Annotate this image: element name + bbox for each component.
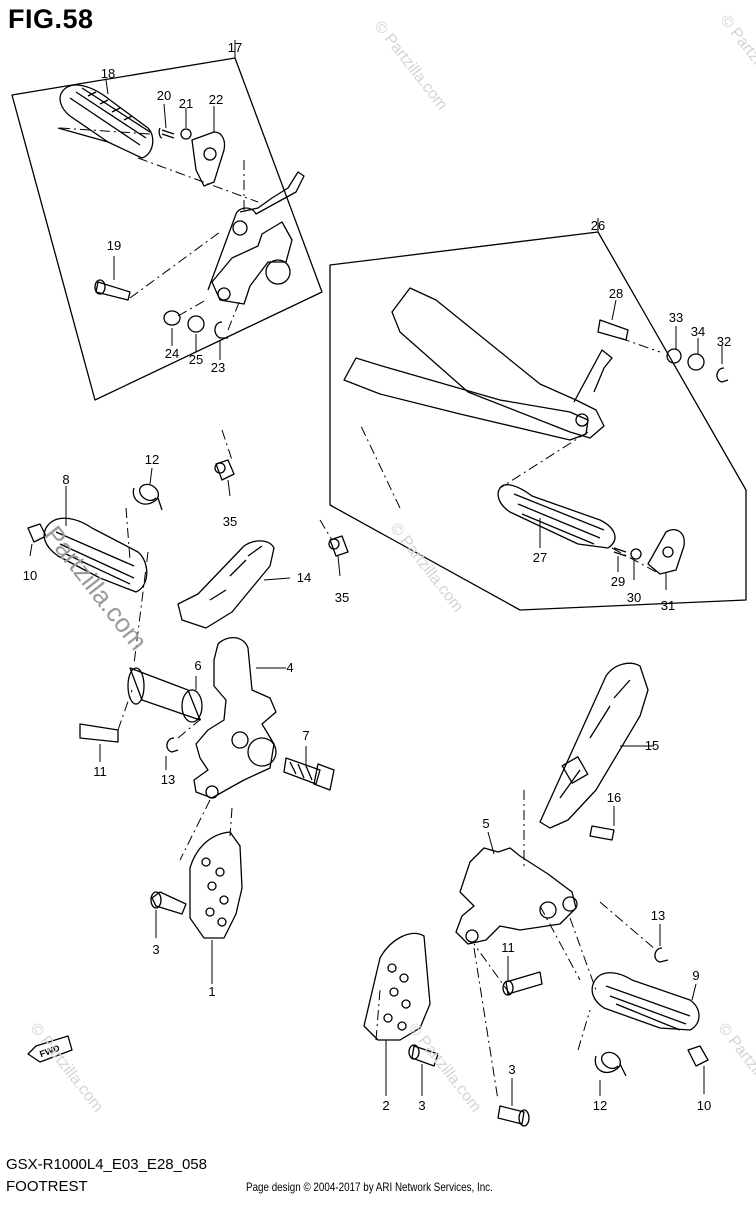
bolt-3-bottom <box>497 1105 525 1125</box>
washer-25 <box>187 315 205 333</box>
callout-5: 5 <box>482 816 489 831</box>
bolt-3-right <box>411 1045 439 1067</box>
callout-17: 17 <box>228 40 242 55</box>
callout-1: 1 <box>208 984 215 999</box>
bolt-3-left <box>151 891 187 915</box>
callout-34: 34 <box>691 324 705 339</box>
callout-26: 26 <box>591 218 605 233</box>
callout-7: 7 <box>302 728 309 743</box>
plate-1 <box>189 831 243 939</box>
rear-bracket-assembly <box>207 171 305 305</box>
rear-bracket-26 <box>343 287 613 441</box>
spring-12-upper <box>132 483 163 511</box>
bolt-16 <box>589 825 615 841</box>
callout-13-left: 13 <box>161 772 175 787</box>
footrest-bracket-4 <box>193 637 277 799</box>
callout-2: 2 <box>382 1098 389 1113</box>
callout-27: 27 <box>533 550 547 565</box>
plate-22 <box>191 131 226 187</box>
callout-6: 6 <box>194 658 201 673</box>
callout-35-upper: 35 <box>223 514 237 529</box>
washer-24 <box>163 310 181 326</box>
footpeg-18 <box>57 84 154 159</box>
fwd-arrow-icon <box>27 1035 73 1063</box>
washer-21 <box>180 128 192 140</box>
callout-23: 23 <box>211 360 225 375</box>
pin-19 <box>94 279 131 301</box>
nut-10-lower <box>687 1045 709 1067</box>
callout-20: 20 <box>157 88 171 103</box>
callout-8: 8 <box>62 472 69 487</box>
callout-10-upper: 10 <box>23 568 37 583</box>
callout-3-bottom: 3 <box>508 1062 515 1077</box>
callout-12-lower: 12 <box>593 1098 607 1113</box>
callout-30: 30 <box>627 590 641 605</box>
callout-21: 21 <box>179 96 193 111</box>
bolt-35-upper <box>214 459 235 481</box>
callout-18: 18 <box>101 66 115 81</box>
callout-32: 32 <box>717 334 731 349</box>
heel-guard-15 <box>539 662 649 829</box>
clip-23 <box>214 321 228 339</box>
plate-2 <box>363 932 431 1041</box>
callout-16: 16 <box>607 790 621 805</box>
callout-3-left: 3 <box>152 942 159 957</box>
pivot-collar-6 <box>127 667 203 723</box>
footpeg-27 <box>497 484 616 549</box>
callout-10-lower: 10 <box>697 1098 711 1113</box>
figure-name: FOOTREST <box>6 1178 88 1195</box>
footpeg-8 <box>43 517 148 593</box>
callout-11-left: 11 <box>93 764 107 779</box>
callout-15: 15 <box>645 738 659 753</box>
pin-11-left <box>79 723 119 743</box>
callout-28: 28 <box>609 286 623 301</box>
figure-code: GSX-R1000L4_E03_E28_058 <box>6 1156 207 1173</box>
spring-20 <box>158 127 175 139</box>
callout-4: 4 <box>286 660 293 675</box>
assembly-frame-17 <box>11 57 323 401</box>
nut-10-upper <box>27 523 47 543</box>
bolt-7 <box>283 757 335 791</box>
washer-30 <box>630 548 642 560</box>
figure-title: FIG.58 <box>8 4 94 34</box>
callout-33: 33 <box>669 310 683 325</box>
callout-12-upper: 12 <box>145 452 159 467</box>
callout-24: 24 <box>165 346 179 361</box>
pin-28 <box>597 319 629 341</box>
callout-13-right: 13 <box>651 908 665 923</box>
clip-13-left <box>166 737 179 753</box>
callout-31: 31 <box>661 598 675 613</box>
callout-22: 22 <box>209 92 223 107</box>
callout-11-right: 11 <box>501 940 515 955</box>
spring-12-lower <box>594 1051 627 1077</box>
callout-35-lower: 35 <box>335 590 349 605</box>
copyright-notice: Page design © 2004-2017 by ARI Network S… <box>246 1180 493 1194</box>
footpeg-9 <box>591 972 700 1031</box>
callout-29: 29 <box>611 574 625 589</box>
callout-19: 19 <box>107 238 121 253</box>
callout-14: 14 <box>297 570 311 585</box>
callout-9: 9 <box>692 968 699 983</box>
bolt-35-lower <box>328 535 349 557</box>
plate-31 <box>647 529 685 575</box>
spring-29 <box>613 547 627 557</box>
clip-13-right <box>654 947 669 963</box>
callout-25: 25 <box>189 352 203 367</box>
callout-3-right: 3 <box>418 1098 425 1113</box>
heel-guard-14 <box>177 540 275 629</box>
footrest-bracket-5 <box>455 847 577 945</box>
